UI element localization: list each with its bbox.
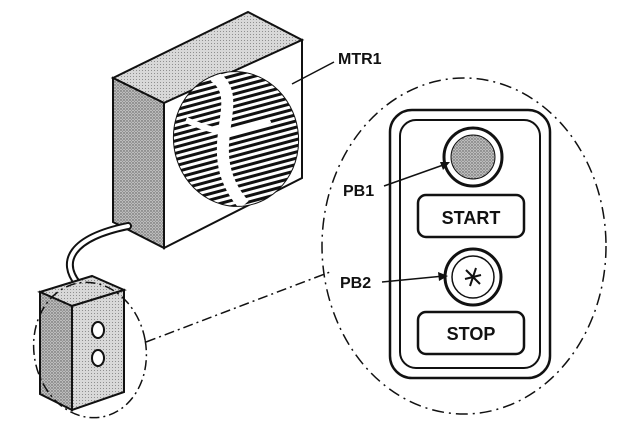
stop-symbol-icon: [464, 267, 482, 287]
station-plate-inner: [399, 119, 541, 369]
control-box-side: [39, 290, 73, 412]
stop-label: STOP: [447, 324, 496, 344]
pb2-label: PB2: [340, 275, 371, 292]
start-label: START: [442, 208, 501, 228]
pb1-label: PB1: [343, 183, 374, 200]
motor-unit: MTR1: [110, 10, 382, 250]
motor-leader-line: [291, 61, 335, 85]
zoom-connector-line: [145, 271, 331, 343]
control-box-button-top: [91, 321, 105, 339]
start-label-plate: [416, 193, 526, 239]
pb1-leader-line: [383, 163, 447, 187]
control-box-highlight-ellipse: [32, 281, 148, 419]
control-box-button-bottom: [91, 349, 105, 367]
stop-label-plate: [416, 310, 526, 356]
pb2-arrowhead: [438, 272, 448, 281]
motor-label: MTR1: [338, 51, 382, 68]
pb1-arrowhead: [440, 162, 450, 170]
detail-circle: [321, 77, 607, 415]
control-box: [32, 274, 148, 419]
detail-view: START STOP: [321, 77, 607, 415]
motor-side-face: [112, 76, 165, 250]
pb2-leader-line: [381, 275, 445, 283]
